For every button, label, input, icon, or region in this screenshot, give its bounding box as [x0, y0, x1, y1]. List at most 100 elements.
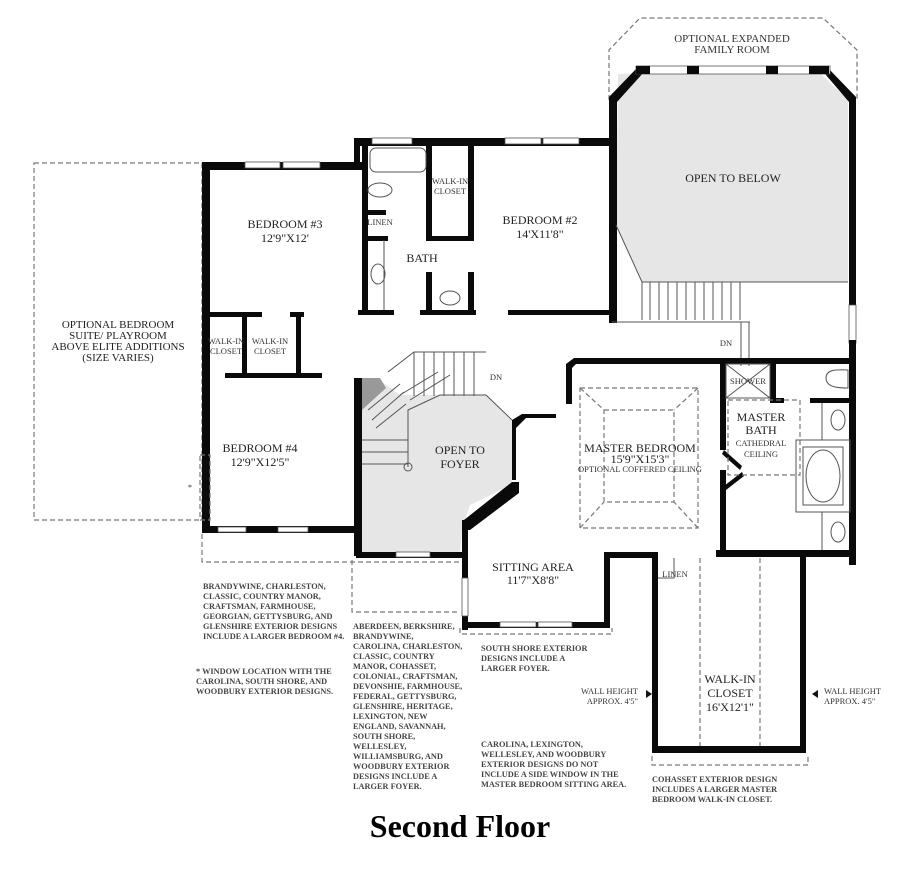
- note-bedroom4-larger: BRANDYWINE, CHARLESTON, CLASSIC, COUNTRY…: [203, 582, 344, 641]
- asterisk-marker: *: [188, 482, 192, 492]
- svg-text:INCLUDES A LARGER MASTER: INCLUDES A LARGER MASTER: [652, 785, 778, 794]
- master-bath-note: CATHEDRAL: [736, 438, 787, 448]
- coffered-ceiling: [579, 387, 699, 529]
- bed2-closet-label-2: CLOSET: [434, 186, 467, 196]
- stair-dn-label: DN: [720, 338, 732, 348]
- linen-label: LINEN: [367, 217, 393, 227]
- svg-text:LEXINGTON, NEW: LEXINGTON, NEW: [353, 712, 428, 721]
- svg-text:CRAFTSMAN, FARMHOUSE,: CRAFTSMAN, FARMHOUSE,: [203, 602, 316, 611]
- note-no-side-window: CAROLINA, LEXINGTON, WELLESLEY, AND WOOD…: [481, 740, 626, 789]
- svg-text:WELLESLEY, AND WOODBURY: WELLESLEY, AND WOODBURY: [481, 750, 606, 759]
- svg-text:CLASSIC, COUNTRY: CLASSIC, COUNTRY: [353, 652, 435, 661]
- svg-text:BRANDYWINE, CHARLESTON,: BRANDYWINE, CHARLESTON,: [203, 582, 326, 591]
- svg-text:SOUTH SHORE EXTERIOR: SOUTH SHORE EXTERIOR: [481, 644, 589, 653]
- master-bath-note-2: CEILING: [744, 449, 778, 459]
- open-foyer-label-2: FOYER: [440, 457, 479, 471]
- bedroom4-name: BEDROOM #4: [222, 441, 297, 455]
- optional-family-room-label-2: FAMILY ROOM: [694, 44, 770, 56]
- bedroom4-walls: *: [188, 312, 464, 558]
- wall-height-right: WALL HEIGHT: [824, 686, 882, 696]
- master-bedroom-name: MASTER BEDROOM: [584, 441, 696, 455]
- shower-label: SHOWER: [730, 376, 766, 386]
- svg-text:LARGER FOYER.: LARGER FOYER.: [353, 782, 422, 791]
- master-closet-name: WALK-IN: [704, 672, 756, 686]
- closet-b-label: WALK-IN: [252, 336, 288, 346]
- sitting-area-size: 11'7"X8'8": [507, 573, 559, 587]
- svg-text:FEDERAL, GETTYSBURG,: FEDERAL, GETTYSBURG,: [353, 692, 457, 701]
- foyer-dn-label: DN: [490, 372, 502, 382]
- optional-suite-label-3: ABOVE ELITE ADDITIONS: [51, 341, 184, 353]
- svg-text:INCLUDE A LARGER BEDROOM #4.: INCLUDE A LARGER BEDROOM #4.: [203, 632, 344, 641]
- master-bedroom-note: OPTIONAL COFFERED CEILING: [578, 464, 702, 474]
- svg-text:DESIGNS INCLUDE A: DESIGNS INCLUDE A: [481, 654, 565, 663]
- bedroom2-name: BEDROOM #2: [502, 213, 577, 227]
- svg-text:BRANDYWINE,: BRANDYWINE,: [353, 632, 414, 641]
- stairs-main: DN: [612, 282, 750, 366]
- svg-text:DEVONSHIE, FARMHOUSE,: DEVONSHIE, FARMHOUSE,: [353, 682, 462, 691]
- master-closet-size: 16'X12'1": [706, 700, 754, 714]
- bedroom3-name: BEDROOM #3: [247, 217, 322, 231]
- note-larger-foyer: ABERDEEN, BERKSHIRE, BRANDYWINE, CAROLIN…: [353, 622, 462, 791]
- upper-wing-walls: [202, 137, 616, 532]
- closet-b-label-2: CLOSET: [254, 346, 287, 356]
- svg-text:CAROLINA, SOUTH SHORE, AND: CAROLINA, SOUTH SHORE, AND: [196, 677, 327, 686]
- optional-suite-label-2: SUITE/ PLAYROOM: [69, 330, 167, 342]
- open-to-below-label: OPEN TO BELOW: [685, 171, 781, 185]
- svg-text:WELLESLEY,: WELLESLEY,: [353, 742, 406, 751]
- svg-text:CLASSIC, COUNTRY MANOR,: CLASSIC, COUNTRY MANOR,: [203, 592, 321, 601]
- svg-text:ABERDEEN, BERKSHIRE,: ABERDEEN, BERKSHIRE,: [353, 622, 455, 631]
- master-linen-label: LINEN: [662, 569, 688, 579]
- svg-text:COLONIAL, CRAFTSMAN,: COLONIAL, CRAFTSMAN,: [353, 672, 457, 681]
- exterior-option-outlines: [201, 534, 613, 635]
- master-bedroom-size: 15'9"X15'3": [611, 452, 670, 466]
- master-bath-name-2: BATH: [745, 423, 777, 437]
- svg-text:WILLIAMSBURG, AND: WILLIAMSBURG, AND: [353, 752, 443, 761]
- open-to-below-area: [616, 73, 848, 282]
- svg-text:BEDROOM WALK-IN CLOSET.: BEDROOM WALK-IN CLOSET.: [652, 795, 772, 804]
- svg-text:MASTER BEDROOM SITTING AREA.: MASTER BEDROOM SITTING AREA.: [481, 780, 626, 789]
- closet-a-label-2: CLOSET: [210, 346, 243, 356]
- wall-height-left-2: APPROX. 4'5": [587, 696, 638, 706]
- svg-text:LARGER FOYER.: LARGER FOYER.: [481, 664, 550, 673]
- svg-text:MANOR, COHASSET,: MANOR, COHASSET,: [353, 662, 436, 671]
- stairs-foyer: DN: [362, 351, 513, 472]
- optional-suite-label-4: (SIZE VARIES): [82, 352, 154, 364]
- svg-text:GLENSHIRE EXTERIOR DESIGNS: GLENSHIRE EXTERIOR DESIGNS: [203, 622, 338, 631]
- svg-text:EXTERIOR DESIGNS DO NOT: EXTERIOR DESIGNS DO NOT: [481, 760, 599, 769]
- note-south-shore: SOUTH SHORE EXTERIOR DESIGNS INCLUDE A L…: [481, 644, 589, 673]
- svg-text:CAROLINA, LEXINGTON,: CAROLINA, LEXINGTON,: [481, 740, 583, 749]
- svg-text:GLENSHIRE, HERITAGE,: GLENSHIRE, HERITAGE,: [353, 702, 453, 711]
- svg-text:WOODBURY EXTERIOR: WOODBURY EXTERIOR: [353, 762, 450, 771]
- svg-text:ENGLAND, SAVANNAH,: ENGLAND, SAVANNAH,: [353, 722, 446, 731]
- note-window-location: * WINDOW LOCATION WITH THE CAROLINA, SOU…: [196, 667, 333, 696]
- master-closet-walls: [646, 552, 818, 766]
- open-foyer-label: OPEN TO: [435, 443, 485, 457]
- closet-a-label: WALK-IN: [208, 336, 244, 346]
- svg-text:COHASSET EXTERIOR DESIGN: COHASSET EXTERIOR DESIGN: [652, 775, 777, 784]
- optional-suite-label: OPTIONAL BEDROOM: [62, 319, 175, 331]
- bed2-closet-label: WALK-IN: [432, 176, 468, 186]
- bedroom4-size: 12'9"X12'5": [231, 455, 290, 469]
- bath-label: BATH: [406, 251, 438, 265]
- family-room-walls: [609, 65, 857, 565]
- svg-text:WOODBURY EXTERIOR DESIGNS.: WOODBURY EXTERIOR DESIGNS.: [196, 687, 333, 696]
- optional-family-room-label: OPTIONAL EXPANDED: [674, 33, 790, 45]
- sitting-area-name: SITTING AREA: [492, 560, 574, 574]
- sitting-area-walls: [461, 358, 852, 630]
- master-bath-walls: [716, 362, 856, 557]
- open-to-foyer-area: [362, 378, 512, 555]
- svg-text:DESIGNS INCLUDE A: DESIGNS INCLUDE A: [353, 772, 437, 781]
- bedroom3-size: 12'9"X12': [261, 231, 309, 245]
- svg-text:SOUTH SHORE,: SOUTH SHORE,: [353, 732, 415, 741]
- wall-height-right-2: APPROX. 4'5": [824, 696, 875, 706]
- bedroom2-size: 14'X11'8": [516, 227, 564, 241]
- svg-text:GEORGIAN, GETTYSBURG, AND: GEORGIAN, GETTYSBURG, AND: [203, 612, 333, 621]
- svg-text:CAROLINA, CHARLESTON,: CAROLINA, CHARLESTON,: [353, 642, 462, 651]
- optional-family-room-outline: [608, 17, 858, 100]
- note-cohasset: COHASSET EXTERIOR DESIGN INCLUDES A LARG…: [652, 775, 778, 804]
- master-closet-name-2: CLOSET: [707, 686, 753, 700]
- wall-height-left: WALL HEIGHT: [581, 686, 639, 696]
- floor-title: Second Floor: [369, 808, 551, 844]
- svg-text:INCLUDE A SIDE WINDOW IN THE: INCLUDE A SIDE WINDOW IN THE: [481, 770, 619, 779]
